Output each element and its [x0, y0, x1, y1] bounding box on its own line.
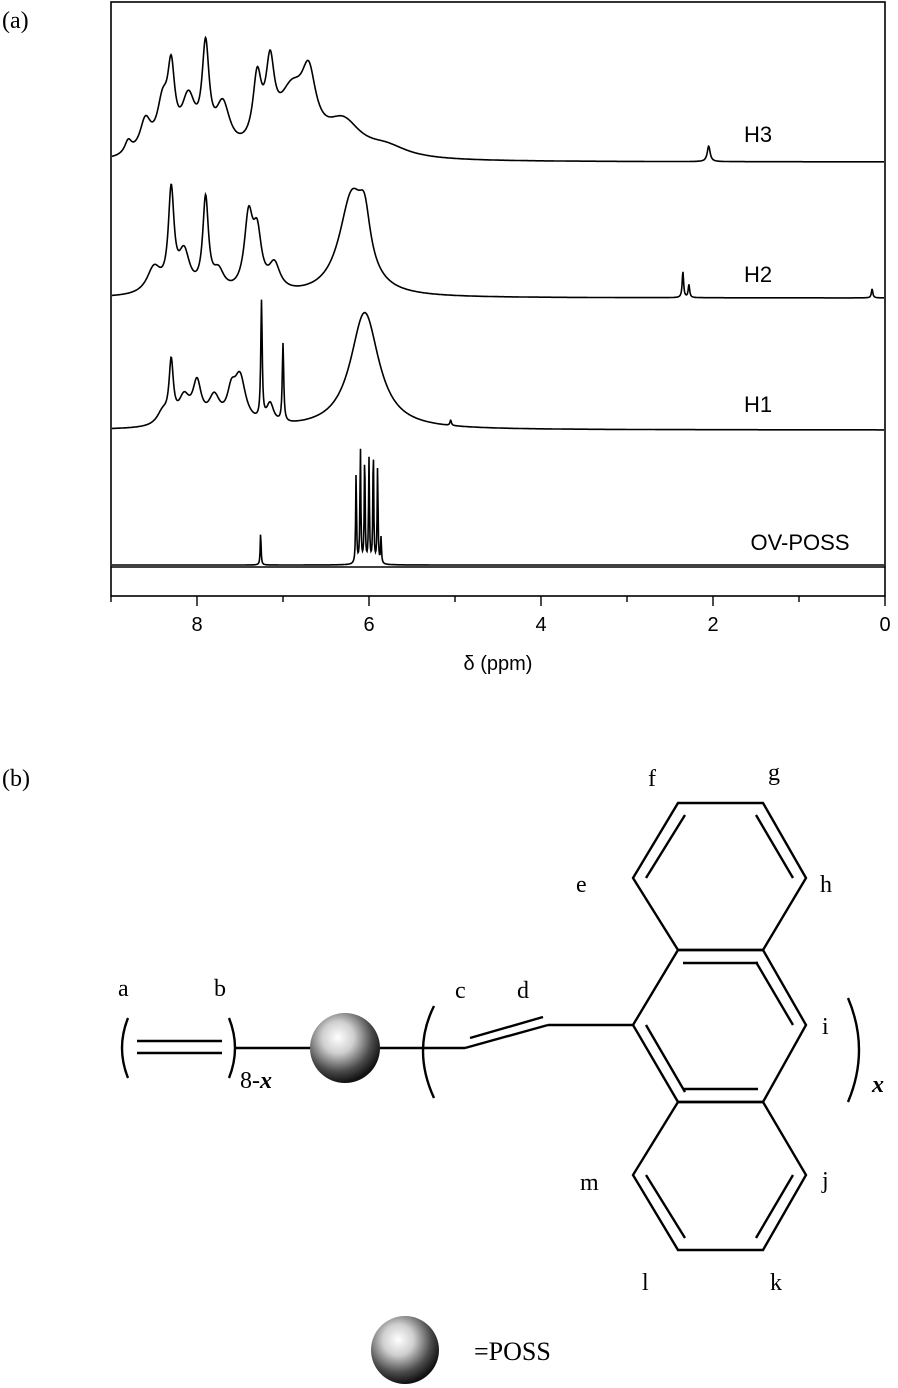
label-d: d	[517, 978, 529, 1004]
series-label-h3: H3	[744, 122, 772, 147]
spectra-traces	[111, 35, 884, 566]
label-i: i	[822, 1014, 829, 1040]
x-tick-label-6: 6	[363, 614, 374, 636]
anthracene-center-ring	[631, 948, 808, 1104]
poss-sphere	[310, 1013, 380, 1083]
subscript-8: 8-x	[240, 1068, 272, 1094]
left-bracket-close	[227, 1017, 237, 1079]
right-bracket-close	[846, 997, 861, 1103]
bottom-ring-double-1	[644, 1174, 687, 1239]
label-a: a	[118, 976, 129, 1002]
center-ring-inner-double-right	[754, 961, 795, 1026]
x-axis-label: δ (ppm)	[464, 653, 533, 675]
label-e: e	[576, 872, 587, 898]
vinylene-single	[464, 1023, 549, 1050]
top-ring-double-1	[644, 814, 687, 879]
x-axis-ticks: 8 6 4 2 0	[110, 596, 891, 636]
x-tick-label-4: 4	[535, 614, 546, 636]
top-ring-double-2	[754, 814, 795, 879]
trace-h2	[112, 183, 884, 299]
anthracene-bottom-ring	[631, 1100, 808, 1252]
center-ring-inner-double-left	[644, 1024, 687, 1093]
right-bracket-open	[421, 1005, 436, 1099]
label-h: h	[820, 872, 832, 898]
subscript-8-text: 8-	[240, 1068, 260, 1094]
trace-h1	[112, 299, 884, 431]
panel-b-label: (b)	[2, 766, 30, 792]
label-g: g	[768, 760, 780, 786]
label-j: j	[821, 1168, 829, 1194]
label-k: k	[770, 1270, 782, 1296]
subscript-x: x	[871, 1072, 884, 1098]
vinylene-double	[469, 1015, 544, 1040]
trace-ov-poss	[112, 448, 884, 566]
label-c: c	[455, 978, 466, 1004]
bottom-ring-double-2	[754, 1174, 795, 1239]
x-tick-label-2: 2	[707, 614, 718, 636]
trace-h3	[111, 35, 884, 163]
panel-a-label: (a)	[2, 8, 29, 34]
x-tick-label-0: 0	[879, 614, 890, 636]
plot-frame	[110, 1, 886, 597]
label-b: b	[214, 976, 226, 1002]
atom-labels: a b c d e f g h i j k l m 8-x x	[118, 760, 884, 1296]
chemical-structure	[120, 801, 861, 1252]
label-l: l	[642, 1270, 649, 1296]
anthracene-top-ring	[631, 801, 808, 952]
subscript-8-x: x	[259, 1068, 272, 1094]
legend-poss-text: =POSS	[474, 1337, 551, 1366]
series-label-h2: H2	[744, 262, 772, 287]
label-m: m	[580, 1170, 599, 1196]
x-tick-label-8: 8	[191, 614, 202, 636]
series-label-ov-poss: OV-POSS	[750, 530, 849, 555]
label-f: f	[648, 766, 656, 792]
legend-poss-sphere	[371, 1316, 439, 1384]
series-label-h1: H1	[744, 392, 772, 417]
left-bracket-open	[120, 1017, 130, 1079]
